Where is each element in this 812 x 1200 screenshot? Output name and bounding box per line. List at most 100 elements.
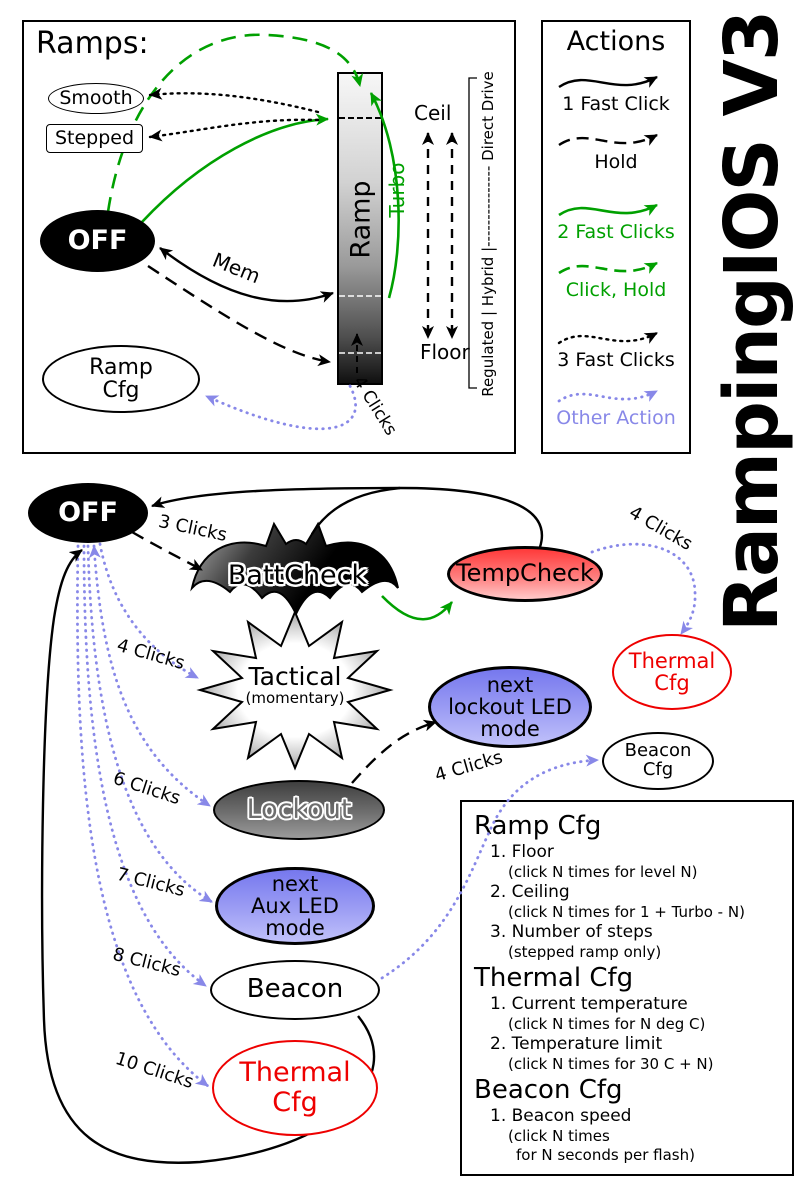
edge-off-to-beacon (82, 544, 208, 988)
node-off-main-label: OFF (58, 496, 118, 528)
label-drive-scale: Regulated | Hybrid |--------------- Dire… (479, 71, 497, 397)
ramp-mem-tick (339, 295, 381, 297)
cfg-heading-ramp: Ramp Cfg (474, 811, 602, 841)
edge-tempcheck-to-thermal-cfg (590, 542, 697, 636)
node-tactical-label: Tactical (momentary) (213, 662, 377, 707)
cfg-note: (click N times for 1 + Turbo - N) (508, 903, 745, 921)
node-stepped-label: Stepped (54, 126, 135, 149)
node-off-ramps-label: OFF (67, 224, 128, 256)
ramp-cfg-line2: Cfg (102, 378, 140, 403)
ramp-ceil-tick (339, 117, 381, 119)
legend-label-3-fast-clicks: 3 Fast Clicks (557, 349, 675, 371)
legend-label-other-action: Other Action (556, 407, 676, 429)
node-aux-led-mode: next Aux LED mode (215, 867, 375, 945)
actions-panel: Actions 1 Fast Click Hold 2 Fast Clicks … (541, 20, 691, 454)
node-ramp-cfg: Ramp Cfg (42, 345, 200, 413)
page-title: RampingIOS V3 (709, 11, 795, 632)
legend-label-2-fast-clicks: 2 Fast Clicks (557, 221, 675, 243)
node-lockout: Lockout (213, 780, 385, 840)
cfg-note: (click N times for N deg C) (508, 1015, 706, 1033)
edge-battcheck-to-tempcheck (381, 595, 454, 621)
cfg-heading-thermal: Thermal Cfg (474, 963, 634, 993)
node-smooth: Smooth (48, 83, 144, 114)
cfg-note: (stepped ramp only) (508, 943, 662, 961)
edge-label-4-clicks-beacon-cfg: 4 Clicks (432, 746, 506, 787)
node-beacon-label: Beacon (246, 974, 344, 1005)
legend-arrow-1-fast-click (558, 75, 658, 88)
label-floor: Floor (420, 340, 470, 364)
cfg-note: (click N times for 30 C + N) (508, 1055, 714, 1073)
node-tempcheck: TempCheck (447, 546, 603, 602)
edge-off-to-lockout (88, 544, 212, 808)
cfg-note: (click N times (508, 1127, 610, 1145)
node-beacon: Beacon (210, 960, 380, 1020)
thermal-cfg-line1: Thermal (628, 648, 716, 673)
cfg-item: 1. Current temperature (490, 994, 688, 1014)
edge-label-4-clicks-thermal: 4 Clicks (625, 502, 697, 555)
legend-row-1-fast-click: 1 Fast Click (543, 65, 689, 115)
label-ceil: Ceil (414, 101, 452, 125)
lockout-led-line1: next (486, 672, 534, 697)
edge-off-to-aux-led (86, 544, 214, 904)
thermal-cfg2-line2: Cfg (272, 1087, 318, 1118)
thermal-cfg-line2: Cfg (654, 671, 690, 695)
cfg-note: (click N times for level N) (508, 863, 698, 881)
node-stepped: Stepped (46, 124, 143, 153)
node-off-main: OFF (28, 483, 148, 543)
node-smooth-label: Smooth (59, 86, 133, 109)
ramp-bar-label: Ramp (345, 180, 377, 259)
cfg-item: 1. Floor (490, 842, 554, 862)
node-lockout-led-mode: next lockout LED mode (428, 666, 592, 748)
node-lockout-label: Lockout (246, 793, 352, 825)
cfg-panel: Ramp Cfg 1. Floor (click N times for lev… (460, 800, 794, 1176)
aux-led-line2: Aux LED (251, 893, 339, 918)
actions-title: Actions (566, 26, 666, 57)
ramp-bar: Ramp (337, 72, 383, 385)
aux-led-line3: mode (265, 916, 325, 941)
label-turbo: Turbo (385, 162, 409, 218)
edge-label-7-clicks: 7 Clicks (114, 863, 187, 902)
node-thermal-cfg: Thermal Cfg (612, 634, 732, 710)
tactical-line2: (momentary) (245, 689, 345, 707)
legend-arrow-2-fast-clicks (558, 203, 658, 217)
legend-label-hold: Hold (594, 151, 638, 173)
beacon-cfg-line1: Beacon (624, 740, 692, 762)
edge-off-to-thermal-cfg2 (76, 544, 210, 1088)
edge-battcheck-to-off (310, 486, 401, 535)
cfg-item: 3. Number of steps (490, 922, 653, 942)
cfg-item: 1. Beacon speed (490, 1106, 632, 1126)
ramp-cfg-line1: Ramp (89, 354, 153, 380)
legend-label-click-hold: Click, Hold (565, 279, 667, 301)
ramp-floor-tick (339, 352, 381, 354)
edge-lockout-to-led-mode (351, 719, 437, 784)
lockout-led-line2: lockout LED (448, 694, 572, 719)
legend-arrow-3-fast-clicks (557, 331, 659, 345)
lockout-led-line3: mode (480, 717, 540, 742)
legend-arrow-other-action (557, 389, 659, 403)
node-beacon-cfg: Beacon Cfg (602, 732, 714, 790)
legend-row-3-fast-clicks: 3 Fast Clicks (543, 321, 689, 371)
legend-row-hold: Hold (543, 123, 689, 173)
legend-row-2-fast-clicks: 2 Fast Clicks (543, 193, 689, 243)
beacon-cfg-line2: Cfg (642, 759, 674, 780)
edge-label-6-clicks: 6 Clicks (110, 767, 183, 810)
edge-label-8-clicks: 8 Clicks (110, 943, 183, 982)
node-thermal-cfg2: Thermal Cfg (212, 1040, 378, 1136)
node-off-ramps: OFF (40, 210, 155, 272)
cfg-item: 2. Temperature limit (490, 1034, 663, 1054)
cfg-heading-beacon: Beacon Cfg (474, 1075, 623, 1105)
edge-label-4-clicks-tactical: 4 Clicks (114, 634, 188, 675)
node-battcheck-label: BattCheck (227, 560, 368, 591)
node-tempcheck-label: TempCheck (456, 559, 594, 588)
legend-label-1-fast-click: 1 Fast Click (562, 93, 670, 115)
legend-arrow-click-hold (558, 261, 658, 275)
legend-row-click-hold: Click, Hold (543, 251, 689, 301)
thermal-cfg2-line1: Thermal (239, 1057, 351, 1089)
edge-label-10-clicks: 10 Clicks (112, 1048, 197, 1093)
tactical-line1: Tactical (248, 662, 342, 691)
legend-row-other-action: Other Action (543, 379, 689, 429)
ramps-panel-title: Ramps: (36, 26, 149, 61)
edge-label-3-clicks: 3 Clicks (156, 511, 229, 546)
cfg-item: 2. Ceiling (490, 882, 570, 902)
